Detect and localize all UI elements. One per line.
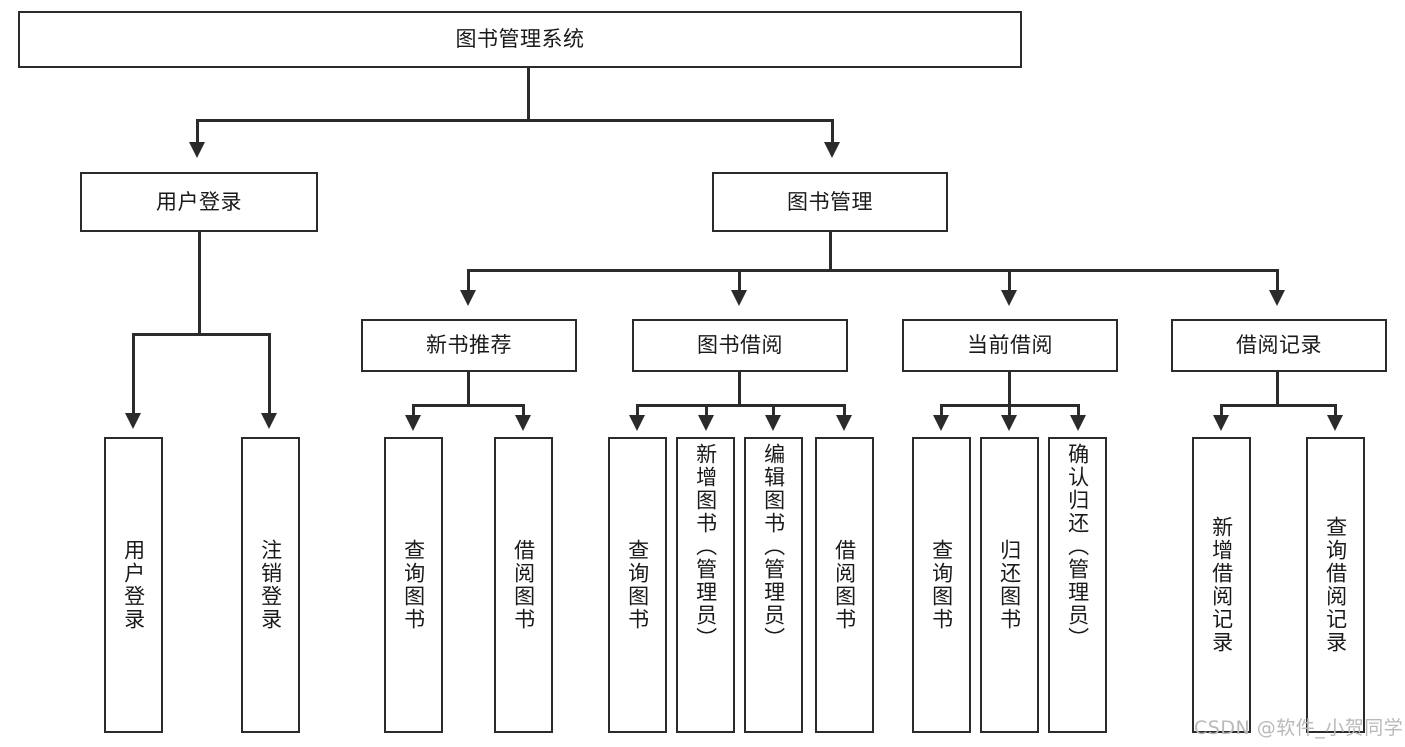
connector-br-to-leaf-2	[1334, 404, 1337, 418]
connector-bb-to-leaf-1	[636, 404, 639, 418]
arrowhead-br-to-leaf-2	[1327, 415, 1343, 431]
connector-bb-to-leaf-4	[843, 404, 846, 418]
watermark-text: CSDN @软件_小贺同学	[1194, 717, 1404, 739]
leaf-user-logout[interactable]: 注销登录	[241, 437, 300, 733]
connector-bm-to-borrow-record	[1276, 269, 1279, 293]
connector-cb-to-leaf-3	[1077, 404, 1080, 418]
leaf-user-login[interactable]: 用户登录	[104, 437, 163, 733]
connector-borrow-record-stem	[1276, 372, 1279, 406]
arrowhead-user-login-to-leaf-2	[261, 413, 277, 429]
connector-root-bar	[196, 119, 834, 122]
leaf-label: 查询图书	[929, 539, 954, 631]
connector-cb-to-leaf-1	[940, 404, 943, 418]
leaf-borrow-book-1[interactable]: 借阅图书	[494, 437, 553, 733]
node-label: 图书管理	[787, 189, 873, 214]
connector-new-book-bar	[412, 404, 525, 407]
node-current-borrow[interactable]: 当前借阅	[902, 319, 1118, 372]
arrowhead-bm-to-book-borrow	[731, 290, 747, 306]
arrowhead-bb-to-leaf-2	[698, 415, 714, 431]
connector-root-to-book-management	[831, 119, 834, 146]
connector-new-book-to-leaf-2	[522, 404, 525, 418]
leaf-query-book-2[interactable]: 查询图书	[608, 437, 667, 733]
connector-bm-to-current-borrow	[1008, 269, 1011, 293]
node-label: 用户登录	[156, 189, 242, 214]
connector-root-to-user-login	[196, 119, 199, 146]
leaf-confirm-return[interactable]: 确认归还（管理员）	[1048, 437, 1107, 733]
connector-book-management-bar	[467, 269, 1279, 272]
leaf-label: 确认归还（管理员）	[1065, 443, 1090, 650]
arrowhead-bm-to-new-book	[460, 290, 476, 306]
arrowhead-new-book-to-leaf-2	[515, 415, 531, 431]
connector-bm-to-new-book	[467, 269, 470, 293]
node-new-book-recommend[interactable]: 新书推荐	[361, 319, 577, 372]
connector-book-management-stem	[829, 232, 832, 272]
connector-bm-to-book-borrow	[738, 269, 741, 293]
connector-book-borrow-stem	[738, 372, 741, 406]
leaf-query-book-3[interactable]: 查询图书	[912, 437, 971, 733]
leaf-label: 注销登录	[258, 539, 283, 631]
connector-bb-to-leaf-3	[772, 404, 775, 418]
leaf-label: 用户登录	[121, 539, 146, 631]
arrowhead-bm-to-borrow-record	[1269, 290, 1285, 306]
leaf-label: 归还图书	[997, 539, 1022, 631]
connector-root-stem	[527, 68, 530, 121]
leaf-label: 查询借阅记录	[1323, 516, 1348, 654]
node-label: 图书管理系统	[455, 27, 585, 52]
connector-new-book-to-leaf-1	[412, 404, 415, 418]
arrowhead-new-book-to-leaf-1	[405, 415, 421, 431]
node-label: 新书推荐	[426, 333, 512, 358]
node-book-borrow[interactable]: 图书借阅	[632, 319, 848, 372]
connector-br-to-leaf-1	[1220, 404, 1223, 418]
connector-cb-to-leaf-2	[1008, 404, 1011, 418]
arrowhead-br-to-leaf-1	[1213, 415, 1229, 431]
arrowhead-bb-to-leaf-3	[765, 415, 781, 431]
arrowhead-cb-to-leaf-1	[933, 415, 949, 431]
node-user-login[interactable]: 用户登录	[80, 172, 318, 232]
leaf-label: 编辑图书（管理员）	[761, 443, 786, 650]
leaf-label: 借阅图书	[511, 539, 536, 631]
leaf-add-book[interactable]: 新增图书（管理员）	[676, 437, 735, 733]
leaf-query-book-1[interactable]: 查询图书	[384, 437, 443, 733]
leaf-query-record[interactable]: 查询借阅记录	[1306, 437, 1365, 733]
node-label: 当前借阅	[967, 333, 1053, 358]
arrowhead-cb-to-leaf-2	[1001, 415, 1017, 431]
arrowhead-root-to-user-login	[189, 142, 205, 158]
leaf-label: 新增借阅记录	[1209, 516, 1234, 654]
leaf-borrow-book-2[interactable]: 借阅图书	[815, 437, 874, 733]
connector-borrow-record-bar	[1220, 404, 1337, 407]
node-borrow-record[interactable]: 借阅记录	[1171, 319, 1387, 372]
connector-user-login-bar	[132, 333, 270, 336]
arrowhead-root-to-book-management	[824, 142, 840, 158]
arrowhead-user-login-to-leaf-1	[125, 413, 141, 429]
leaf-label: 借阅图书	[832, 539, 857, 631]
node-label: 图书借阅	[697, 333, 783, 358]
connector-current-borrow-stem	[1008, 372, 1011, 406]
arrowhead-bm-to-current-borrow	[1001, 290, 1017, 306]
leaf-return-book[interactable]: 归还图书	[980, 437, 1039, 733]
arrowhead-bb-to-leaf-1	[629, 415, 645, 431]
connector-new-book-stem	[467, 372, 470, 406]
leaf-add-record[interactable]: 新增借阅记录	[1192, 437, 1251, 733]
connector-user-login-to-leaf-2	[268, 333, 271, 417]
node-book-management[interactable]: 图书管理	[712, 172, 948, 232]
leaf-edit-book[interactable]: 编辑图书（管理员）	[744, 437, 803, 733]
leaf-label: 查询图书	[625, 539, 650, 631]
connector-book-borrow-bar	[636, 404, 846, 407]
arrowhead-bb-to-leaf-4	[836, 415, 852, 431]
connector-bb-to-leaf-2	[705, 404, 708, 418]
connector-user-login-stem	[198, 232, 201, 335]
connector-user-login-to-leaf-1	[132, 333, 135, 417]
node-label: 借阅记录	[1236, 333, 1322, 358]
node-root-system[interactable]: 图书管理系统	[18, 11, 1022, 68]
leaf-label: 新增图书（管理员）	[693, 443, 718, 650]
arrowhead-cb-to-leaf-3	[1070, 415, 1086, 431]
leaf-label: 查询图书	[401, 539, 426, 631]
